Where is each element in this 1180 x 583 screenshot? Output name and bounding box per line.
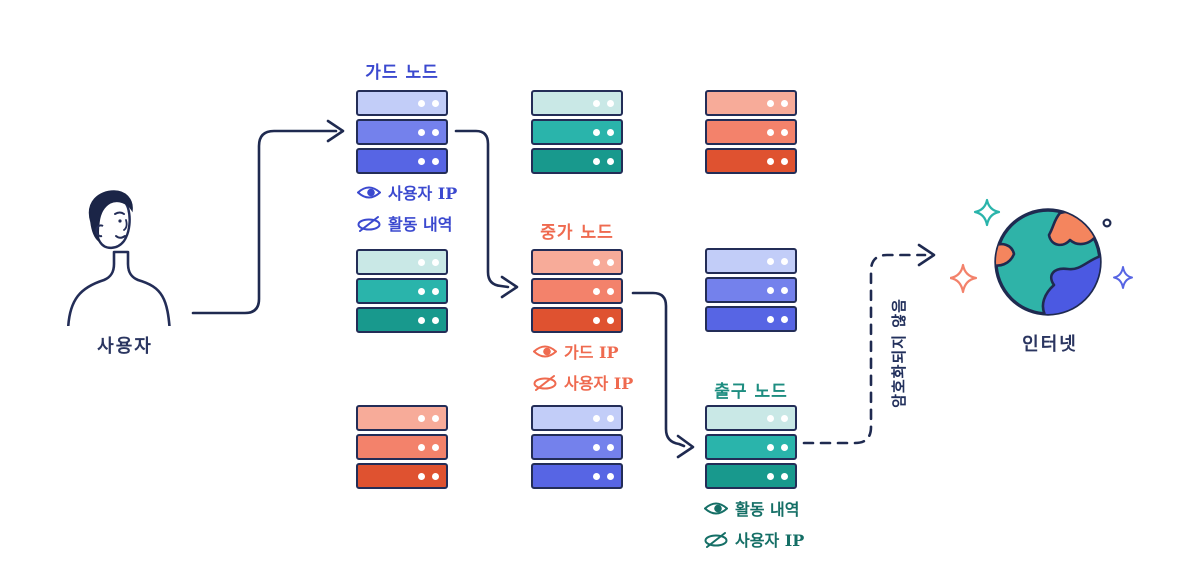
eye-icon xyxy=(704,502,728,514)
arrow-user-to-guard xyxy=(191,119,345,315)
server xyxy=(531,278,623,304)
person-eyebrow xyxy=(114,211,125,215)
crossed-eye-icon xyxy=(357,215,381,232)
person-ear xyxy=(95,224,104,238)
server-stack-orange-top xyxy=(705,90,797,174)
exit-visible-note: 활동 내역 xyxy=(704,496,804,520)
server xyxy=(531,307,623,333)
unencrypted-label: 암호화되지 않음 xyxy=(890,298,908,408)
server xyxy=(705,148,797,174)
middle-visible-label: 가드 IP xyxy=(564,343,619,362)
server xyxy=(531,434,623,460)
server xyxy=(356,405,448,431)
guard-hidden-note: 활동 내역 xyxy=(357,211,457,235)
guard-visible-label: 사용자 IP xyxy=(388,184,458,203)
sparkle-orange-icon xyxy=(950,263,978,294)
server xyxy=(705,277,797,303)
user-illustration xyxy=(67,190,171,326)
server xyxy=(705,463,797,489)
crossed-eye-icon xyxy=(533,374,557,391)
server xyxy=(356,307,448,333)
server-stack-blue-bottom xyxy=(531,405,623,489)
server-stack-orange-left xyxy=(356,405,448,489)
server-stack-blue-right xyxy=(705,248,797,332)
guard-node-title: 가드 노드 xyxy=(365,63,439,83)
middle-node-notes: 가드 IP 사용자 IP xyxy=(533,339,633,394)
server xyxy=(705,306,797,332)
server xyxy=(356,119,448,145)
person-eye xyxy=(118,219,122,223)
sparkle-teal-icon xyxy=(973,198,1001,227)
server xyxy=(531,249,623,275)
middle-visible-note: 가드 IP xyxy=(533,339,633,363)
exit-node-notes: 활동 내역 사용자 IP xyxy=(704,496,804,551)
person-torso xyxy=(67,250,171,326)
arrow-exit-to-internet-dashed xyxy=(802,243,936,445)
server-stack-middle xyxy=(531,249,623,333)
guard-visible-note: 사용자 IP xyxy=(357,180,457,204)
arrow-middle-to-exit xyxy=(631,291,695,459)
person-smile xyxy=(115,235,126,239)
eye-icon xyxy=(357,186,381,198)
server-stack-teal-left xyxy=(356,249,448,333)
server xyxy=(705,90,797,116)
exit-visible-label: 활동 내역 xyxy=(735,500,800,519)
server xyxy=(356,278,448,304)
server xyxy=(531,148,623,174)
server xyxy=(705,434,797,460)
guard-hidden-label: 활동 내역 xyxy=(388,215,453,234)
user-label: 사용자 xyxy=(97,336,153,357)
internet-illustration xyxy=(950,198,1133,316)
person-nose xyxy=(123,219,128,231)
exit-node-title: 출구 노드 xyxy=(714,382,788,402)
internet-label: 인터넷 xyxy=(1022,334,1078,355)
server xyxy=(356,463,448,489)
server xyxy=(356,148,448,174)
server xyxy=(356,249,448,275)
server xyxy=(531,463,623,489)
server-stack-exit xyxy=(705,405,797,489)
server xyxy=(356,90,448,116)
arrow-guard-to-middle xyxy=(454,129,519,299)
middle-hidden-label: 사용자 IP xyxy=(564,374,634,393)
server xyxy=(531,405,623,431)
person-hair xyxy=(88,190,133,243)
crossed-eye-icon xyxy=(704,531,728,548)
server xyxy=(531,119,623,145)
server-stack-guard xyxy=(356,90,448,174)
exit-hidden-label: 사용자 IP xyxy=(735,531,805,550)
server-stack-teal-top xyxy=(531,90,623,174)
server xyxy=(531,90,623,116)
guard-node-notes: 사용자 IP 활동 내역 xyxy=(357,180,457,235)
satellite-dot-icon xyxy=(1102,218,1112,228)
sparkle-blue-icon xyxy=(1113,266,1133,289)
exit-hidden-note: 사용자 IP xyxy=(704,527,804,551)
middle-node-title: 중가 노드 xyxy=(540,223,614,243)
server xyxy=(356,434,448,460)
middle-hidden-note: 사용자 IP xyxy=(533,370,633,394)
eye-icon xyxy=(533,345,557,357)
server xyxy=(705,405,797,431)
server xyxy=(705,119,797,145)
server xyxy=(705,248,797,274)
